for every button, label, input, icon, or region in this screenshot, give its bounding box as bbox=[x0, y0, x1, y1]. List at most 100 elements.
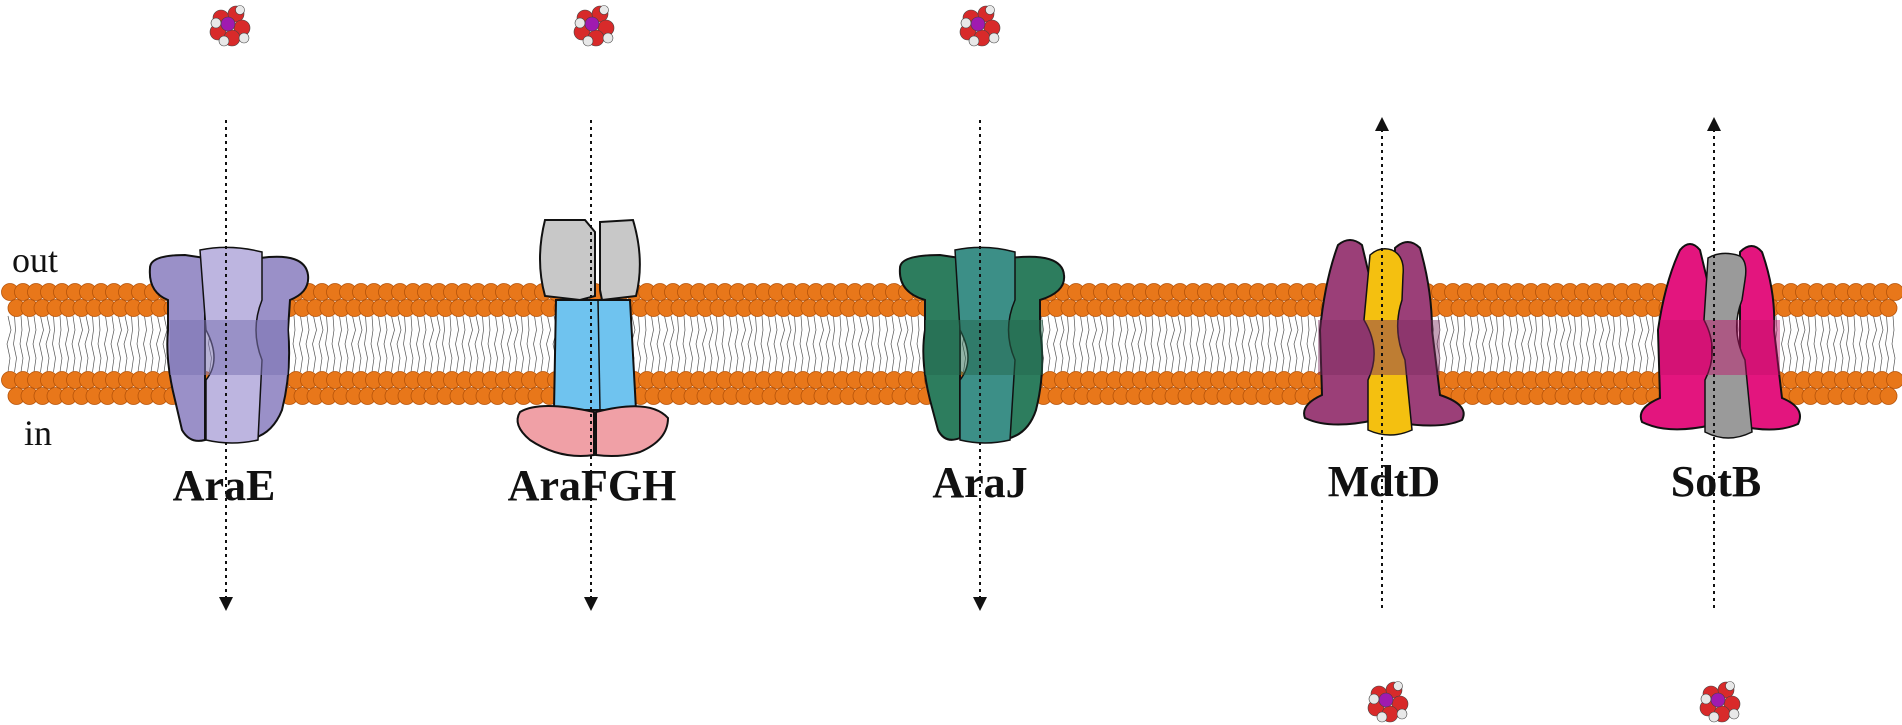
lipid-tail bbox=[734, 315, 739, 373]
atom bbox=[970, 16, 986, 32]
lipid-tail bbox=[1280, 315, 1285, 373]
lipid-tail bbox=[442, 315, 446, 373]
lipid-tail bbox=[1462, 315, 1467, 373]
lipid-tail bbox=[91, 315, 95, 373]
lipid-tail bbox=[409, 315, 414, 373]
lipid-tail bbox=[1560, 315, 1565, 373]
lipid-tail bbox=[689, 315, 693, 373]
lipid-tail bbox=[390, 315, 395, 373]
lipid-tail bbox=[806, 315, 810, 373]
lipid-tail bbox=[871, 315, 875, 373]
lipid-tail bbox=[650, 315, 654, 373]
arafgh-atpase-left bbox=[516, 405, 595, 457]
lipid-tail bbox=[1878, 315, 1884, 373]
lipid-tail bbox=[1267, 315, 1272, 373]
lipid-tail bbox=[1469, 315, 1473, 373]
arabinose-molecule bbox=[1699, 681, 1741, 723]
lipid-tail bbox=[117, 315, 122, 373]
lipid-tail bbox=[1625, 315, 1629, 373]
lipid-tail bbox=[1085, 315, 1090, 373]
lipid-tail bbox=[884, 315, 888, 373]
lipid-tail bbox=[1514, 315, 1519, 373]
outside-label: out bbox=[12, 240, 58, 280]
lipid-tail bbox=[507, 315, 512, 373]
lipid-tail bbox=[1501, 315, 1506, 373]
lipid-tail bbox=[1228, 315, 1233, 373]
lipid-tail bbox=[403, 315, 407, 373]
lipid-tail bbox=[1618, 315, 1623, 373]
lipid-tail bbox=[1443, 315, 1448, 373]
lipid-tail bbox=[429, 315, 434, 373]
lipid-tail bbox=[123, 315, 129, 373]
atom bbox=[1710, 692, 1726, 708]
atom bbox=[1376, 711, 1388, 723]
lipid-tail bbox=[864, 315, 870, 373]
atom bbox=[1700, 693, 1712, 705]
lipid-tail bbox=[767, 315, 771, 373]
lipid-tail bbox=[1079, 315, 1083, 373]
lipid-tail bbox=[1248, 315, 1253, 373]
lipid-tail bbox=[71, 315, 76, 373]
lipid-tail bbox=[760, 315, 765, 373]
lipid-tail bbox=[916, 315, 921, 373]
lipid-tail bbox=[903, 315, 909, 373]
lipid-tail bbox=[741, 315, 746, 373]
lipid-tail bbox=[851, 315, 856, 373]
lipid-tail bbox=[416, 315, 420, 373]
lipid-tail bbox=[1807, 315, 1811, 373]
lipid-tail bbox=[448, 315, 453, 373]
lipid-tail bbox=[1651, 315, 1655, 373]
lipid-tail bbox=[669, 315, 675, 373]
atom bbox=[1393, 681, 1403, 691]
arabinose-molecules bbox=[209, 5, 1741, 723]
arafgh-periplasmic-binding-left bbox=[539, 219, 596, 302]
lipid-tail bbox=[78, 315, 83, 373]
atom bbox=[218, 35, 230, 47]
lipid-tail bbox=[1176, 315, 1182, 373]
lipid-tail bbox=[539, 315, 544, 373]
lipid-tail bbox=[526, 315, 531, 373]
lipid-tail bbox=[1209, 315, 1214, 373]
lipid-tail bbox=[1833, 315, 1838, 373]
lipid-tail bbox=[1118, 315, 1122, 373]
lipid-tail bbox=[461, 315, 466, 373]
arae-transmembrane-region bbox=[170, 320, 288, 375]
lipid-tail bbox=[364, 315, 368, 373]
lipid-tail bbox=[1059, 315, 1065, 373]
lipid-tail bbox=[1189, 315, 1194, 373]
lipid-tail bbox=[1092, 315, 1097, 373]
lipid-tail bbox=[1820, 315, 1824, 373]
sotb-label: SotB bbox=[1671, 457, 1761, 506]
lipid-tail bbox=[897, 315, 902, 373]
lipid-tail bbox=[1865, 315, 1870, 373]
atom bbox=[238, 32, 250, 44]
lipid-head bbox=[1879, 387, 1898, 405]
atom bbox=[235, 5, 245, 15]
mdtd-outer-subunit-right bbox=[1394, 241, 1465, 427]
lipid-tail bbox=[695, 315, 700, 373]
sotb-outer-subunit bbox=[1639, 243, 1713, 431]
atom bbox=[960, 17, 972, 29]
lipid-tail bbox=[500, 315, 505, 373]
lipid-tail bbox=[305, 315, 310, 373]
lipid-tail bbox=[357, 315, 363, 373]
transporter-mdtd bbox=[1303, 239, 1465, 436]
lipid-tail bbox=[1436, 315, 1441, 373]
lipid-tail bbox=[481, 315, 485, 373]
lipid-tail bbox=[721, 315, 726, 373]
lipid-tail bbox=[1241, 315, 1246, 373]
lipid-tail bbox=[708, 315, 714, 373]
lipid-tail bbox=[1547, 315, 1551, 373]
lipid-tail bbox=[1202, 315, 1207, 373]
lipid-tail bbox=[312, 315, 317, 373]
lipid-tail bbox=[292, 315, 297, 373]
lipid-tail bbox=[663, 315, 668, 373]
lipid-tail bbox=[1300, 315, 1304, 373]
lipid-tail bbox=[474, 315, 480, 373]
lipid-tail bbox=[104, 315, 108, 373]
lipid-tail bbox=[1072, 315, 1077, 373]
lipid-tail bbox=[1540, 315, 1545, 373]
lipid-tail bbox=[1313, 315, 1317, 373]
lipid-tail bbox=[494, 315, 498, 373]
lipid-tail bbox=[812, 315, 817, 373]
